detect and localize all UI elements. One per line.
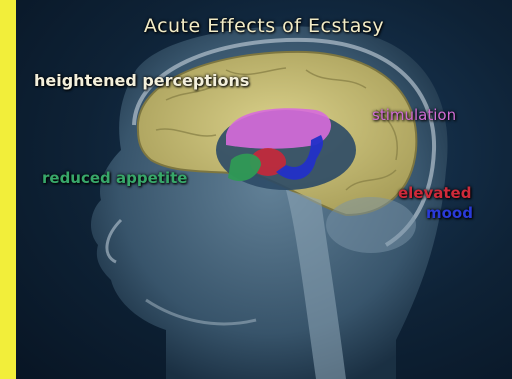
cerebellum: [326, 197, 416, 253]
label-heightened-perceptions: heightened perceptions: [34, 71, 249, 90]
label-mood: mood: [426, 204, 473, 222]
label-elevated: elevated: [398, 184, 471, 202]
slide: Acute Effects of Ecstasy heightened perc…: [16, 0, 512, 379]
slide-title: Acute Effects of Ecstasy: [16, 15, 512, 37]
label-reduced-appetite: reduced appetite: [42, 169, 187, 187]
label-stimulation: stimulation: [372, 106, 456, 124]
